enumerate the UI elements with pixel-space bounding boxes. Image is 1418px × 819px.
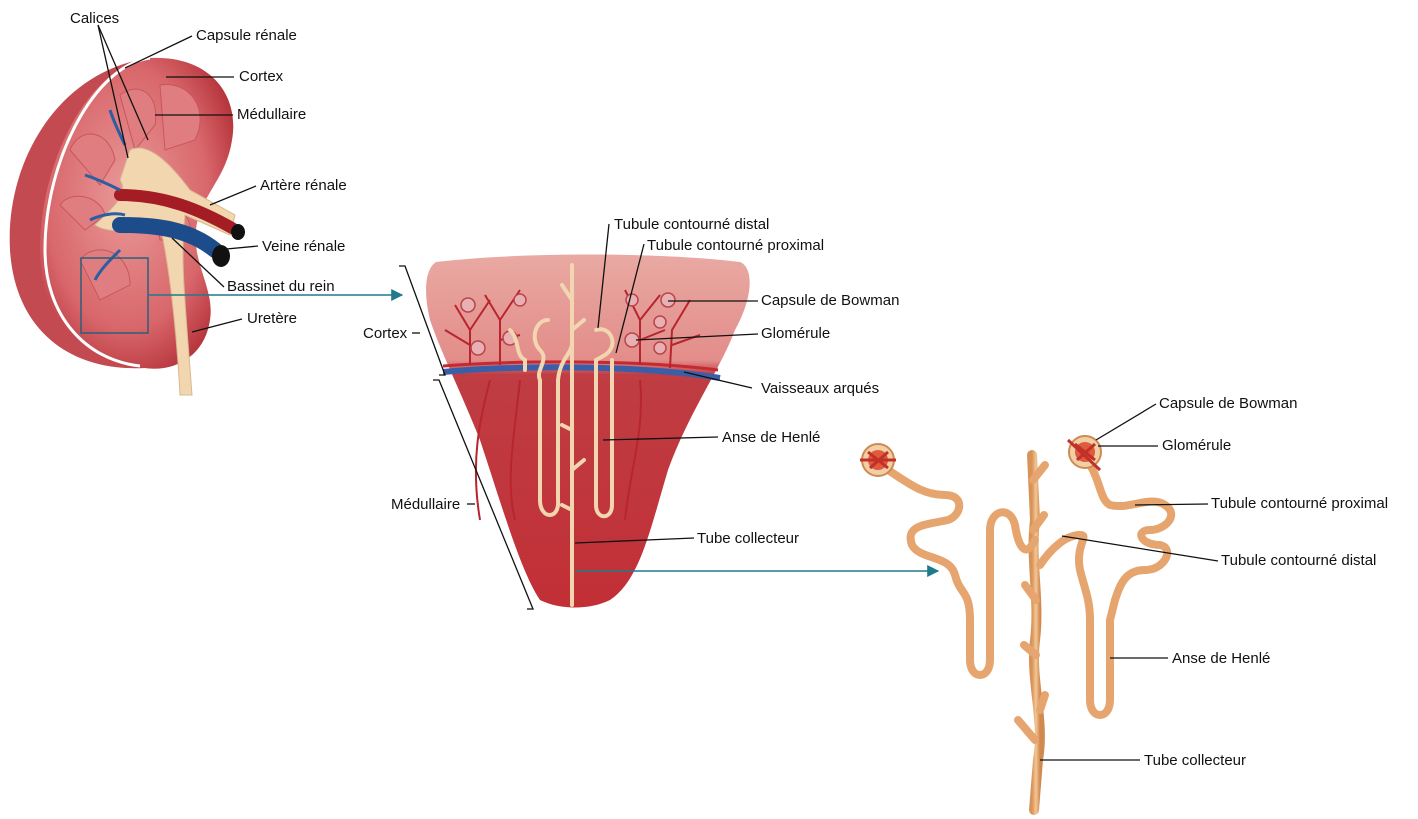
label-cortex-kidney: Cortex [239,68,283,86]
label-medullaire-pyramid: Médullaire [391,496,460,514]
label-tubule-distal-nephron: Tubule contourné distal [1221,552,1376,570]
label-capsule-renale: Capsule rénale [196,27,297,45]
label-glomerule-pyramid: Glomérule [761,325,830,343]
nephron-illustration [860,436,1171,810]
label-tubule-proximal-pyramid: Tubule contourné proximal [647,237,824,255]
label-capsule-bowman-pyramid: Capsule de Bowman [761,292,899,310]
label-tubule-proximal-nephron: Tubule contourné proximal [1211,495,1388,513]
label-anse-henle-pyramid: Anse de Henlé [722,429,820,447]
pyramid-illustration [426,255,750,608]
label-tube-collecteur-nephron: Tube collecteur [1144,752,1246,770]
label-glomerule-nephron: Glomérule [1162,437,1231,455]
label-capsule-bowman-nephron: Capsule de Bowman [1159,395,1297,413]
collecting-duct [1032,455,1040,810]
label-medullaire-kidney: Médullaire [237,106,306,124]
label-cortex-pyramid: Cortex [363,325,407,343]
nephron-right [1040,465,1171,715]
label-anse-henle-nephron: Anse de Henlé [1172,650,1270,668]
label-bassinet: Bassinet du rein [227,278,335,296]
nephron-glomeruli [860,436,1101,476]
label-tubule-distal-pyramid: Tubule contourné distal [614,216,769,234]
kidney-illustration [10,58,245,395]
nephron-left [880,465,1035,675]
label-vaisseaux-arques: Vaisseaux arqués [761,380,879,398]
label-uretere: Uretère [247,310,297,328]
label-artere-renale: Artère rénale [260,177,347,195]
label-veine-renale: Veine rénale [262,238,345,256]
nephron-leader-lines [1040,404,1218,760]
label-tube-collecteur-pyramid: Tube collecteur [697,530,799,548]
label-calices: Calices [70,10,119,28]
renal-artery-opening [231,224,245,240]
